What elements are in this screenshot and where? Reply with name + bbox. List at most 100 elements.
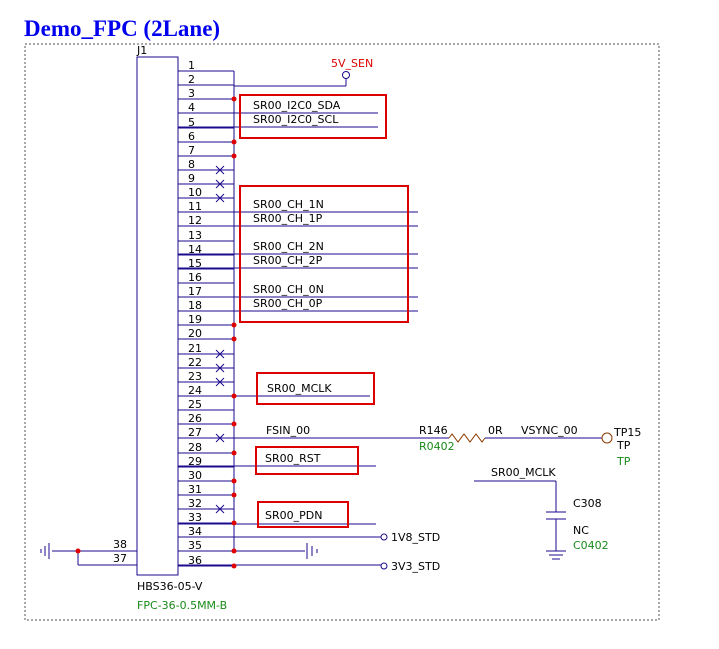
capacitor-footprint: C0402: [573, 539, 609, 552]
junction-pin-33: [231, 520, 237, 526]
pin-number-18: 18: [188, 299, 202, 312]
net-rst: SR00_RST: [265, 452, 321, 465]
pin-number-38: 38: [113, 538, 127, 551]
junction-pin-30: [231, 478, 237, 484]
testpoint-type: TP: [616, 439, 631, 452]
no-connect-pin-10: [215, 193, 225, 203]
no-connect-pin-27: [215, 433, 225, 443]
net-mclk-cap: SR00_MCLK: [491, 466, 556, 479]
junction-pin-20: [231, 336, 237, 342]
pin-number-17: 17: [188, 285, 202, 298]
connector-body: [136, 56, 179, 576]
net-mclk: SR00_MCLK: [267, 382, 332, 395]
net-1v8: 1V8_STD: [391, 531, 440, 544]
junction-pin-7: [231, 153, 237, 159]
side-pins: 38 37: [40, 538, 137, 566]
no-connect-pin-23: [215, 377, 225, 387]
junction-pin-35: [231, 548, 237, 554]
pin-number-28: 28: [188, 441, 202, 454]
pin-number-32: 32: [188, 497, 202, 510]
pin-number-4: 4: [188, 101, 195, 114]
pin-number-12: 12: [188, 214, 202, 227]
connector-footprint: FPC-36-0.5MM-B: [137, 599, 227, 612]
no-connect-pin-22: [215, 363, 225, 373]
no-connect-pin-9: [215, 179, 225, 189]
pin-number-2: 2: [188, 73, 195, 86]
pin-number-6: 6: [188, 130, 195, 143]
pin-number-1: 1: [188, 59, 195, 72]
testpoint-label: TP: [616, 455, 631, 468]
net-scl: SR00_I2C0_SCL: [253, 113, 339, 126]
highlight-rst: [255, 446, 359, 475]
net-ch0n: SR00_CH_0N: [253, 283, 324, 296]
junction-pin-3: [231, 96, 237, 102]
net-sda: SR00_I2C0_SDA: [253, 99, 341, 112]
junction-pin-6: [231, 139, 237, 145]
junction-pin-36: [231, 563, 237, 569]
pin-number-25: 25: [188, 398, 202, 411]
junctions: [231, 96, 237, 569]
highlight-mclk: [256, 372, 375, 405]
connector-ref: J1: [136, 44, 147, 57]
pin-number-15: 15: [188, 257, 202, 270]
net-ch2p: SR00_CH_2P: [253, 254, 323, 267]
no-connect-pin-32: [215, 504, 225, 514]
pin-number-21: 21: [188, 342, 202, 355]
net-3v3: 3V3_STD: [391, 560, 440, 573]
net-ch0p: SR00_CH_0P: [253, 297, 323, 310]
connector-part: HBS36-05-V: [137, 580, 203, 593]
pin-number-10: 10: [188, 186, 202, 199]
pin-number-22: 22: [188, 356, 202, 369]
net-ch1n: SR00_CH_1N: [253, 198, 324, 211]
junction-pin-26: [231, 421, 237, 427]
pin-number-27: 27: [188, 426, 202, 439]
pin-number-34: 34: [188, 525, 202, 538]
capacitor-value: NC: [573, 524, 589, 537]
resistor-ref: R146: [419, 424, 448, 437]
diagram-title: Demo_FPC (2Lane): [24, 16, 221, 41]
testpoint-icon: [601, 432, 613, 444]
pin-number-9: 9: [188, 172, 195, 185]
capacitor-ref: C308: [573, 497, 602, 510]
pin-number-3: 3: [188, 87, 195, 100]
net-5v-sen: 5V_SEN: [331, 57, 373, 70]
pin-number-20: 20: [188, 327, 202, 340]
pin-number-30: 30: [188, 469, 202, 482]
pin-number-14: 14: [188, 243, 202, 256]
pin-number-29: 29: [188, 455, 202, 468]
pin-number-7: 7: [188, 144, 195, 157]
5v-port-icon: [342, 71, 350, 79]
mipi-lanes: SR00_CH_1N SR00_CH_1P SR00_CH_2N SR00_CH…: [178, 198, 418, 312]
pin-number-35: 35: [188, 539, 202, 552]
junction-pin-28: [231, 450, 237, 456]
pin-number-23: 23: [188, 370, 202, 383]
pin-number-8: 8: [188, 158, 195, 171]
pin-number-36: 36: [188, 554, 202, 567]
net-vsync: VSYNC_00: [521, 424, 578, 437]
pin-number-24: 24: [188, 384, 202, 397]
resistor-value: 0R: [488, 424, 503, 437]
pin-number-33: 33: [188, 511, 202, 524]
no-connect-pin-8: [215, 165, 225, 175]
pin-number-16: 16: [188, 271, 202, 284]
net-ch1p: SR00_CH_1P: [253, 212, 323, 225]
pin-number-19: 19: [188, 313, 202, 326]
pin-number-11: 11: [188, 200, 202, 213]
resistor-icon: [448, 433, 486, 443]
junction-pin-24: [231, 393, 237, 399]
1v8-port-icon: [380, 533, 388, 541]
no-connect-pin-21: [215, 349, 225, 359]
net-fsin: FSIN_00: [266, 424, 310, 437]
net-pdn: SR00_PDN: [265, 509, 322, 522]
resistor-footprint: R0402: [419, 440, 455, 453]
no-connects: [215, 165, 225, 514]
testpoint-ref: TP15: [613, 426, 641, 439]
pin-number-26: 26: [188, 412, 202, 425]
pin-number-5: 5: [188, 116, 195, 129]
highlight-pdn: [257, 501, 349, 528]
junction-pin-19: [231, 322, 237, 328]
connector-pins: 1234567891011121314151617181920212223242…: [178, 59, 234, 567]
pin-number-13: 13: [188, 229, 202, 242]
highlight-mipi: [239, 185, 409, 323]
